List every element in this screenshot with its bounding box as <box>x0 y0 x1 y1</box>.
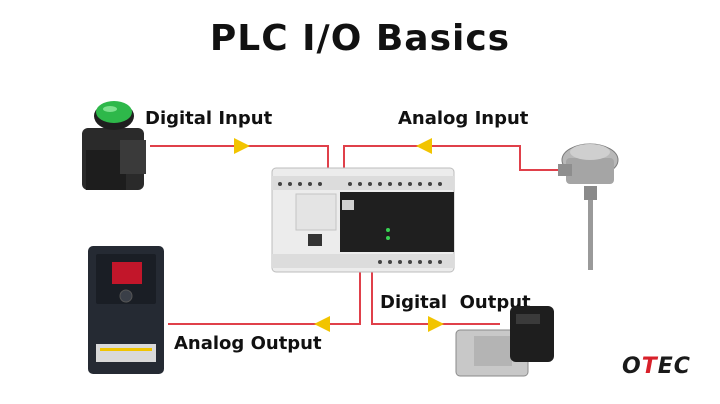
otec-logo: OTEC <box>622 354 691 379</box>
arrow-analog-output <box>314 316 330 332</box>
diagram-title: PLC I/O Basics <box>209 18 511 59</box>
solenoid-valve-icon <box>455 306 554 377</box>
arrow-digital-input <box>234 138 250 154</box>
push-button-icon <box>82 101 146 190</box>
arrow-analog-input <box>416 138 432 154</box>
wire-digital-output <box>371 268 500 325</box>
label-analog-output: Analog Output <box>174 333 322 354</box>
label-analog-input: Analog Input <box>398 108 529 129</box>
wire-analog-input <box>343 145 558 175</box>
wire-digital-input <box>150 145 329 175</box>
temperature-sensor-icon <box>558 143 619 270</box>
vfd-drive-icon <box>88 246 164 374</box>
label-digital-input: Digital Input <box>145 108 273 129</box>
wire-analog-output <box>168 268 361 325</box>
plc-icon <box>271 167 455 273</box>
arrow-digital-output <box>428 316 444 332</box>
